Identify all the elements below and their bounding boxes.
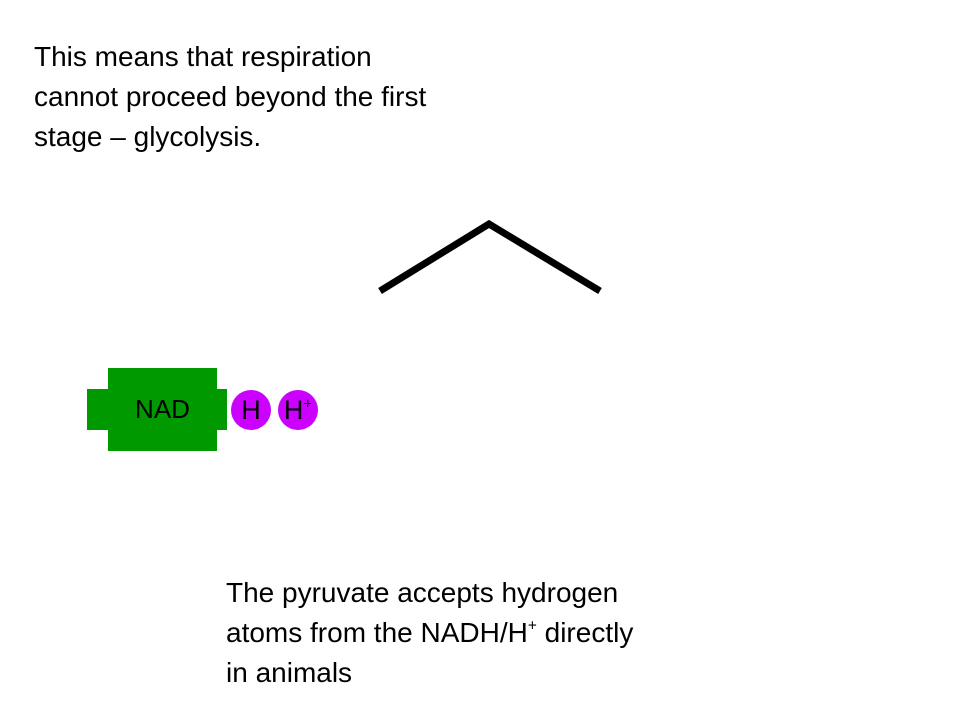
bottom-caption: The pyruvate accepts hydrogen atoms from…	[226, 573, 633, 693]
nad-shape-core	[108, 368, 217, 451]
hydrogen-atom-label: H	[241, 395, 261, 425]
bottom-caption-superscript: +	[527, 617, 537, 635]
top-caption: This means that respiration cannot proce…	[34, 37, 426, 157]
top-caption-line-2: cannot proceed beyond the first	[34, 81, 427, 112]
bottom-caption-line-3: in animals	[226, 657, 353, 688]
top-caption-line-1: This means that respiration	[34, 41, 372, 72]
bottom-caption-line-2-text: atoms from the NADH/H	[226, 617, 528, 648]
bottom-caption-line-2: atoms from the NADH/H+ directly	[226, 613, 633, 653]
top-caption-line-3: stage – glycolysis.	[34, 121, 262, 152]
bottom-caption-line-1: The pyruvate accepts hydrogen	[226, 577, 619, 608]
nad-label: NAD	[135, 394, 190, 424]
hydrogen-atom: H	[231, 390, 271, 430]
hydrogen-ion-label: H	[283, 395, 304, 425]
pyruvate-chain-bonds	[378, 219, 602, 294]
hydrogen-ion-charge: +	[303, 396, 313, 413]
bottom-caption-line-2-tail: directly	[536, 617, 634, 648]
hydrogen-ion: H+	[278, 390, 318, 430]
nad-molecule: NAD	[87, 368, 227, 452]
